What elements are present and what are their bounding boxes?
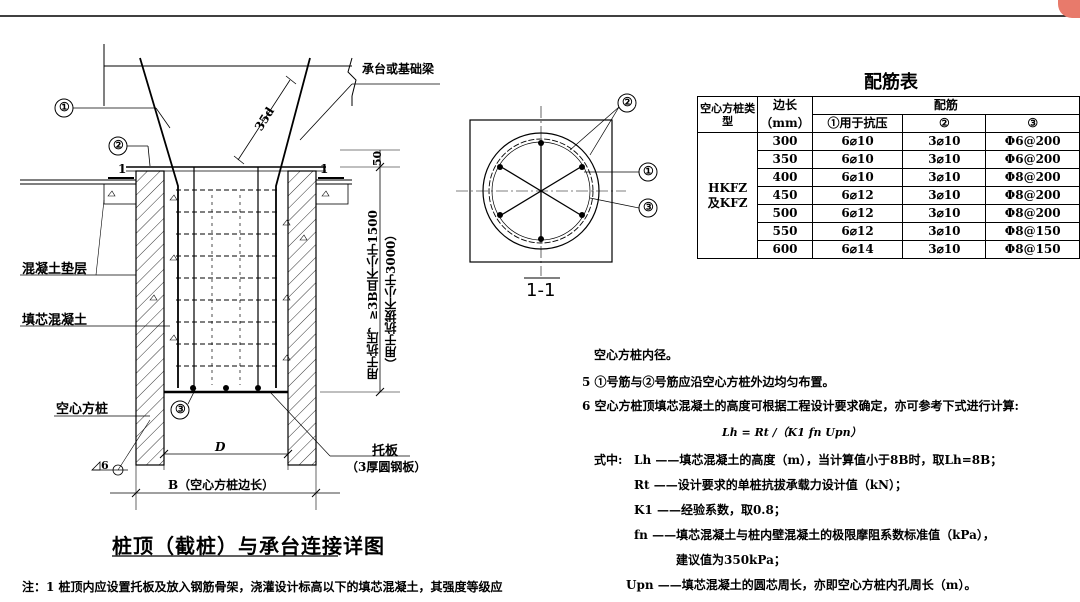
r3-cell: Φ6@200 — [985, 132, 1080, 151]
note-def-lh: Lh ——填芯混凝土的高度（m），当计算值小于8B时，取Lh=8B； — [634, 453, 1003, 467]
r2-cell: 3⌀10 — [902, 186, 987, 205]
note-formula: Lh = Rt /（K1 fn Upn） — [722, 426, 862, 439]
drawing-title: 桩顶（截桩）与承台连接详图 — [112, 534, 385, 558]
cut-mark-left: 1 — [118, 162, 127, 176]
r1-cell: 6⌀10 — [811, 132, 904, 151]
r3-cell: Φ8@150 — [985, 240, 1080, 259]
table-row: 550 6⌀12 3⌀10 Φ8@150 — [698, 222, 1080, 241]
r1-cell: 6⌀12 — [811, 204, 904, 223]
pile-elevation — [20, 44, 440, 557]
pile-wall-left — [135, 170, 165, 466]
note-where-prefix: 式中: — [594, 453, 623, 467]
note-def-fn: fn ——填芯混凝土与桩内壁混凝土的极限摩阻系数标准值（kPa）， — [634, 528, 995, 542]
mark-1-label: ① — [59, 100, 70, 114]
r1-cell: 6⌀12 — [811, 186, 904, 205]
table-row: 500 6⌀12 3⌀10 Φ8@200 — [698, 204, 1080, 223]
mark-3-label: ③ — [175, 402, 186, 416]
note-line-6: 6 空心方桩顶填芯混凝土的高度可根据工程设计要求确定，亦可参考下式进行计算: — [582, 399, 1019, 413]
rebar-table: 空心方桩类型 边长 配筋 （mm） ①用于抗压 ② ③ HKFZ 及KFZ 30… — [696, 96, 1080, 259]
r2-cell: 3⌀10 — [902, 132, 987, 151]
r3-cell: Φ6@200 — [985, 150, 1080, 169]
note-line-5: 5 ①号筋与②号筋应沿空心方桩外边均匀布置。 — [582, 375, 835, 389]
r2-cell: 3⌀10 — [902, 222, 987, 241]
cushion-label: 混凝土垫层 — [22, 262, 88, 277]
r3-cell: Φ8@150 — [985, 222, 1080, 241]
side-cell: 400 — [757, 168, 813, 187]
section-mark-2: ② — [622, 95, 633, 109]
side-cell: 350 — [757, 150, 813, 169]
pile-wall-right — [287, 170, 317, 466]
r1-cell: 6⌀12 — [811, 222, 904, 241]
header-rebar: 配筋 — [811, 96, 1080, 115]
dim-50-label: 50 — [371, 150, 385, 167]
cut-mark-right: 1 — [320, 162, 329, 176]
height-dim-label-1: 用于抗压，≥3B且不小于1500 — [366, 210, 380, 380]
section-1-1 — [456, 93, 658, 279]
header-col-3: ③ — [985, 114, 1080, 133]
weld-size-label: 6 — [101, 459, 109, 472]
r3-cell: Φ8@200 — [985, 186, 1080, 205]
note-line-a: 空心方桩内径。 — [594, 348, 679, 362]
fill-concrete-label: 填芯混凝土 — [22, 313, 88, 328]
mark-2-label: ② — [113, 138, 124, 152]
header-side-unit: （mm） — [757, 114, 813, 133]
side-cell: 300 — [757, 132, 813, 151]
table-row: 350 6⌀10 3⌀10 Φ6@200 — [698, 150, 1080, 169]
table-row: 450 6⌀12 3⌀10 Φ8@200 — [698, 186, 1080, 205]
r1-cell: 6⌀10 — [811, 150, 904, 169]
table-row: 600 6⌀14 3⌀10 Φ8@150 — [698, 240, 1080, 259]
side-cell: 450 — [757, 186, 813, 205]
hollow-pile-label: 空心方桩 — [56, 402, 109, 417]
header-col-2: ② — [902, 114, 987, 133]
r3-cell: Φ8@200 — [985, 168, 1080, 187]
r3-cell: Φ8@200 — [985, 204, 1080, 223]
section-label: 1-1 — [526, 280, 556, 301]
r2-cell: 3⌀10 — [902, 240, 987, 259]
section-mark-3: ③ — [643, 200, 654, 214]
table-row: HKFZ 及KFZ 300 6⌀10 3⌀10 Φ6@200 — [696, 132, 1080, 259]
r2-cell: 3⌀10 — [902, 168, 987, 187]
plate-note-label: （3厚圆钢板） — [346, 460, 427, 474]
header-side: 边长 — [757, 96, 813, 115]
header-type: 空心方桩类型 — [696, 96, 759, 133]
cap-beam-label: 承台或基础梁 — [362, 62, 435, 76]
height-dim-label-2: （用于抗拔不小于3000） — [384, 228, 398, 370]
header-col-1: ①用于抗压 — [811, 114, 904, 133]
r2-cell: 3⌀10 — [902, 204, 987, 223]
side-cell: 600 — [757, 240, 813, 259]
note-def-k1: K1 ——经验系数，取0.8； — [634, 503, 786, 517]
inner-diameter-label: D — [215, 440, 226, 454]
note-def-rt: Rt ——设计要求的单桩抗拔承载力设计值（kN）； — [634, 478, 907, 492]
r1-cell: 6⌀10 — [811, 168, 904, 187]
note-def-fn2: 建议值为350kPa； — [676, 553, 786, 567]
type-cell: HKFZ 及KFZ — [696, 132, 759, 259]
side-cell: 500 — [757, 204, 813, 223]
corner-badge-icon[interactable] — [1058, 0, 1080, 18]
plate-label: 托板 — [372, 444, 399, 459]
pile-side-label: B（空心方桩边长） — [168, 478, 275, 492]
section-mark-1: ① — [643, 164, 654, 178]
bottom-note: 注：1 桩顶内应设置托板及放入钢筋骨架，浇灌设计标高以下的填芯混凝土，其强度等级… — [22, 580, 503, 594]
note-def-upn: Upn ——填芯混凝土的圆芯周长，亦即空心方桩内孔周长（m）。 — [626, 578, 977, 592]
r2-cell: 3⌀10 — [902, 150, 987, 169]
side-cell: 550 — [757, 222, 813, 241]
r1-cell: 6⌀14 — [811, 240, 904, 259]
rebar-table-title: 配筋表 — [864, 72, 918, 93]
